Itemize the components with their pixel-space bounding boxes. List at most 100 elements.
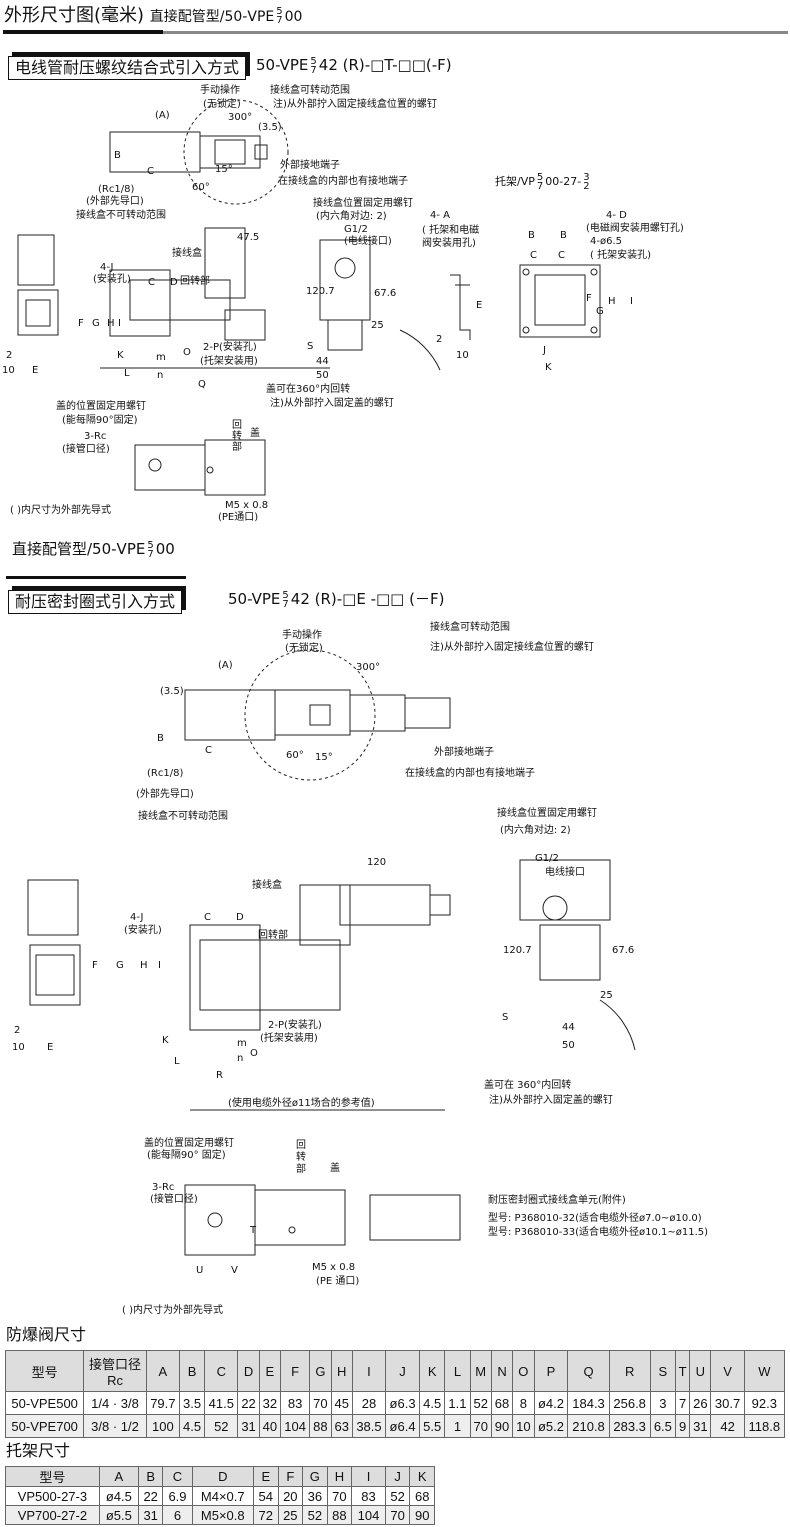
frac-bottom: 7 bbox=[310, 64, 317, 76]
dimension-label: (内六角对边: 2) bbox=[316, 211, 387, 222]
table-cell: ø6.4 bbox=[385, 1414, 421, 1438]
table-cell: 28 bbox=[351, 1391, 387, 1415]
dimension-label: Q bbox=[198, 379, 206, 390]
column-header: F bbox=[280, 1350, 311, 1392]
column-header: G bbox=[302, 1466, 328, 1487]
dimension-label: 注)从外部拧入固定接线盒位置的螺钉 bbox=[273, 99, 437, 110]
dimension-label: 在接线盒的内部也有接地端子 bbox=[278, 176, 408, 187]
dimension-label: (A) bbox=[155, 110, 170, 121]
table-cell: 52 bbox=[469, 1391, 492, 1415]
dimension-label: m bbox=[237, 1038, 247, 1049]
table-cell: 88 bbox=[326, 1505, 353, 1525]
dimension-label: M5 x 0.8 bbox=[225, 500, 269, 511]
table-cell: 6 bbox=[162, 1505, 193, 1525]
section2-rule bbox=[6, 576, 186, 579]
column-header: E bbox=[253, 1466, 279, 1487]
column-header: C bbox=[162, 1466, 193, 1487]
table-cell: 6.5 bbox=[649, 1414, 676, 1438]
table-cell: ø4.5 bbox=[98, 1486, 139, 1506]
bracket-title-text: 托架/VP bbox=[495, 175, 535, 188]
dimension-label: 2 bbox=[6, 350, 13, 361]
table-cell: 3/8 · 1/2 bbox=[83, 1414, 147, 1438]
bracket-table-title: 托架尺寸 bbox=[6, 1441, 71, 1460]
table-cell: 63 bbox=[330, 1414, 353, 1438]
dimension-label: 3-Rc bbox=[152, 1182, 175, 1193]
dimension-label: V bbox=[231, 1265, 238, 1276]
column-header: N bbox=[490, 1350, 514, 1392]
table-cell: 4.5 bbox=[419, 1391, 446, 1415]
dimension-label: I bbox=[158, 960, 161, 971]
table-cell: 3 bbox=[649, 1391, 676, 1415]
side-views-2 bbox=[27, 859, 636, 1111]
frac-bottom: 7 bbox=[536, 181, 544, 192]
dimension-label: 部 bbox=[232, 442, 242, 453]
dimension-label: 接线盒 bbox=[252, 880, 282, 891]
column-header: K bbox=[409, 1466, 435, 1487]
table-cell: 31 bbox=[137, 1505, 164, 1525]
dimension-label: 3-Rc bbox=[84, 431, 107, 442]
column-header: I bbox=[351, 1466, 386, 1487]
technical-drawings bbox=[3, 30, 788, 1256]
dimension-label: 盖 bbox=[330, 1163, 340, 1174]
dimension-label: 50 bbox=[316, 370, 329, 381]
table-cell: 6.9 bbox=[162, 1486, 193, 1506]
bracket-dimension-label: B bbox=[560, 230, 567, 241]
dimension-label: 手动操作 bbox=[200, 85, 240, 96]
column-header: O bbox=[512, 1350, 535, 1392]
dimension-label: G1/2 bbox=[344, 224, 368, 235]
column-header: G bbox=[309, 1350, 332, 1392]
table-cell: 8 bbox=[512, 1391, 535, 1415]
bracket-dimension-label: 阀安装用孔) bbox=[422, 238, 476, 249]
table-cell: 70 bbox=[326, 1486, 353, 1506]
table-cell: 83 bbox=[351, 1486, 386, 1506]
bracket-dimension-label: F bbox=[586, 293, 592, 304]
dimension-label: F bbox=[78, 318, 84, 329]
column-header: J bbox=[385, 1350, 421, 1392]
model-prefix: 50-VPE bbox=[228, 590, 281, 608]
dimension-label: 外部接地端子 bbox=[280, 160, 340, 171]
table-cell: 90 bbox=[490, 1414, 514, 1438]
dimension-label: 耐压密封圈式接线盒单元(附件) bbox=[488, 1195, 626, 1206]
table-cell: 52 bbox=[204, 1414, 239, 1438]
dimension-label: (接管口径) bbox=[62, 444, 110, 455]
bracket-dimension-label: H bbox=[608, 296, 616, 307]
section2-title: 耐压密封圈式引入方式 bbox=[8, 590, 183, 614]
dimension-label: (安装孔) bbox=[93, 274, 131, 285]
column-header: Q bbox=[567, 1350, 610, 1392]
dimension-label: 接线盒可转动范围 bbox=[430, 622, 510, 633]
dimension-label: 47.5 bbox=[237, 232, 260, 243]
dimension-label: G1/2 bbox=[535, 853, 559, 864]
dimension-label: F bbox=[92, 960, 98, 971]
dimension-label: 2 bbox=[14, 1025, 21, 1036]
bracket-dimension-label: C bbox=[558, 250, 565, 261]
column-header: H bbox=[326, 1466, 353, 1487]
dimension-label: (无锁定) bbox=[285, 643, 323, 654]
bracket-dimension-label: ( 托架安装孔) bbox=[590, 250, 651, 261]
table-cell: 256.8 bbox=[608, 1391, 651, 1415]
dimension-label: (外部先导口) bbox=[86, 196, 144, 207]
dimension-label: 外部接地端子 bbox=[434, 747, 494, 758]
dimension-label: (PE通口) bbox=[218, 512, 259, 523]
column-header: L bbox=[444, 1350, 471, 1392]
dimension-label: (使用电缆外径ø11场合的参考值) bbox=[228, 1098, 375, 1109]
column-header: W bbox=[743, 1350, 786, 1392]
table-cell: 40 bbox=[258, 1414, 282, 1438]
side-views-1 bbox=[17, 227, 441, 371]
column-header: P bbox=[533, 1350, 569, 1392]
dimension-label: 44 bbox=[316, 356, 329, 367]
dimension-label: 在接线盒的内部也有接地端子 bbox=[405, 768, 535, 779]
column-header: S bbox=[649, 1350, 676, 1392]
dimension-label: S bbox=[307, 341, 314, 352]
table-cell: 42 bbox=[710, 1414, 745, 1438]
table-cell: 20 bbox=[277, 1486, 304, 1506]
table-cell: 1 bbox=[444, 1414, 471, 1438]
frac-top: 5 bbox=[536, 172, 544, 183]
table-cell: 90 bbox=[409, 1505, 435, 1525]
table-cell: 25 bbox=[277, 1505, 304, 1525]
bracket-dimension-label: ( 托架和电磁 bbox=[422, 225, 480, 236]
